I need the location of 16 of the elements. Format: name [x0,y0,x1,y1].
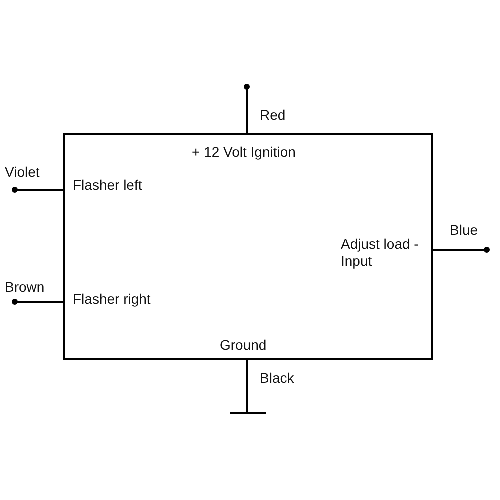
wire-color-label: Brown [5,279,45,295]
wire [244,84,250,133]
wire [246,360,248,412]
pin-label: Adjust load - Input [341,236,420,270]
pin-label: Flasher left [73,177,144,194]
wire [12,187,63,193]
wire [12,299,63,305]
pin-label: Ground [220,337,268,354]
pin-label: Flasher right [73,291,152,308]
module-box [63,133,433,360]
wire [433,247,490,253]
pin-label: + 12 Volt Ignition [192,144,297,161]
wire-color-label: Black [260,370,294,386]
wire-color-label: Blue [450,222,478,238]
wire-color-label: Red [260,107,286,123]
wire-color-label: Violet [5,164,40,180]
